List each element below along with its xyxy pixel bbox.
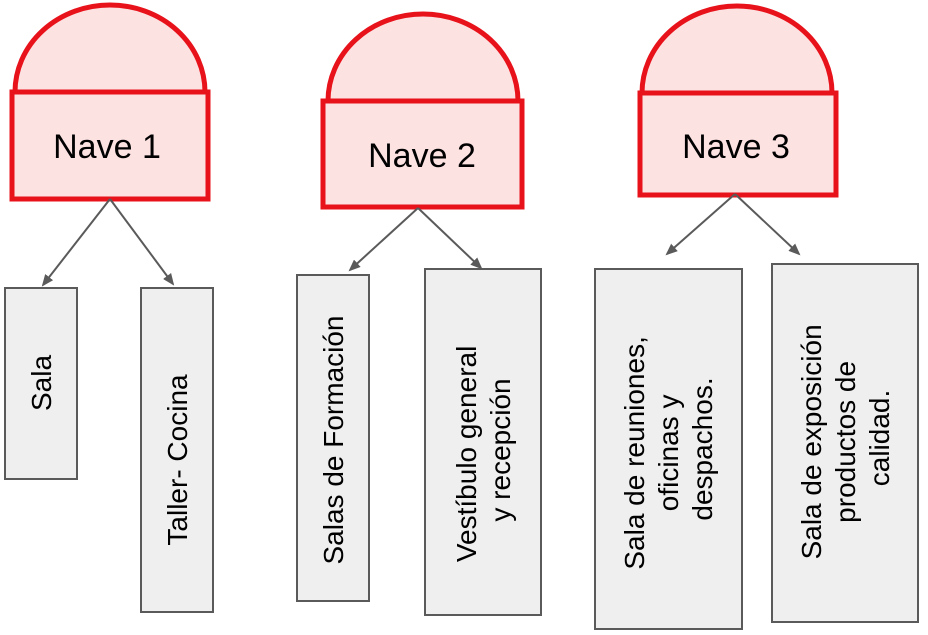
room-box [296, 274, 370, 602]
nave-1-dome [12, 2, 208, 95]
room-sala: Sala [4, 287, 78, 480]
nave-2-dome [325, 11, 521, 104]
nave-1-body [9, 89, 211, 202]
room-label-line: despachos. [687, 377, 718, 520]
room-box [4, 287, 78, 480]
nave-2-building: Nave 2 [320, 11, 525, 210]
room-label-line: Sala de exposición [796, 324, 827, 559]
room-label-line: Sala de reuniones, [619, 336, 650, 570]
room-exposicion-productos: Sala de exposición productos de calidad. [771, 263, 919, 623]
room-label-line: productos de [830, 361, 861, 523]
room-label-line: y recepción [485, 378, 516, 521]
nave-3-arrow-right [734, 193, 801, 256]
room-box [140, 287, 214, 613]
nave-3-label: Nave 3 [682, 128, 790, 166]
svg-text:Sala: Sala [26, 355, 57, 411]
nave-2-group: Nave 2 Salas de Formación Vestíbulo gene… [296, 11, 542, 616]
room-label-line: oficinas y [653, 395, 684, 512]
room-box [424, 268, 542, 616]
nave-1-arrow-right [109, 198, 175, 286]
room-label-line: Taller- Cocina [162, 374, 193, 546]
nave-3-body [637, 90, 839, 198]
nave-1-label: Nave 1 [53, 128, 161, 166]
room-label-line: Salas de Formación [318, 315, 349, 564]
svg-text:Taller- Cocina: Taller- Cocina [162, 374, 193, 546]
svg-text:Vestíbulo general y re: Vestíbulo general y recepción [451, 338, 516, 562]
room-taller-cocina: Taller- Cocina [140, 287, 214, 613]
nave-1-group: Nave 1 Sala Taller- Cocina [4, 2, 214, 613]
room-salas-de-formacion: Salas de Formación [296, 274, 370, 602]
svg-text:Sala de exposición pro: Sala de exposición productos de calidad. [796, 317, 895, 560]
room-box [771, 263, 919, 623]
room-label-line: calidad. [864, 390, 895, 487]
nave-3-arrow-left [665, 193, 736, 256]
room-vestibulo-recepcion: Vestíbulo general y recepción [424, 268, 542, 616]
nave-2-arrow-left [348, 207, 419, 272]
svg-text:Sala de reuniones, ofi: Sala de reuniones, oficinas y despachos. [619, 328, 718, 569]
nave-3-group: Nave 3 Sala de reuniones, oficinas y des… [594, 3, 919, 630]
room-reuniones-oficinas-despachos: Sala de reuniones, oficinas y despachos. [594, 268, 743, 630]
nave-2-body [320, 98, 525, 210]
nave-1-building: Nave 1 [9, 2, 211, 202]
room-box [594, 268, 743, 630]
nave-3-dome [639, 3, 835, 96]
nave-3-building: Nave 3 [637, 3, 839, 198]
svg-text:Salas de Formación: Salas de Formación [318, 315, 349, 564]
nave-1-arrow-left [41, 198, 111, 287]
nave-2-label: Nave 2 [368, 137, 476, 175]
nave-2-arrow-right [417, 207, 483, 270]
room-label-line: Vestíbulo general [451, 346, 482, 562]
room-label-line: Sala [26, 355, 57, 411]
